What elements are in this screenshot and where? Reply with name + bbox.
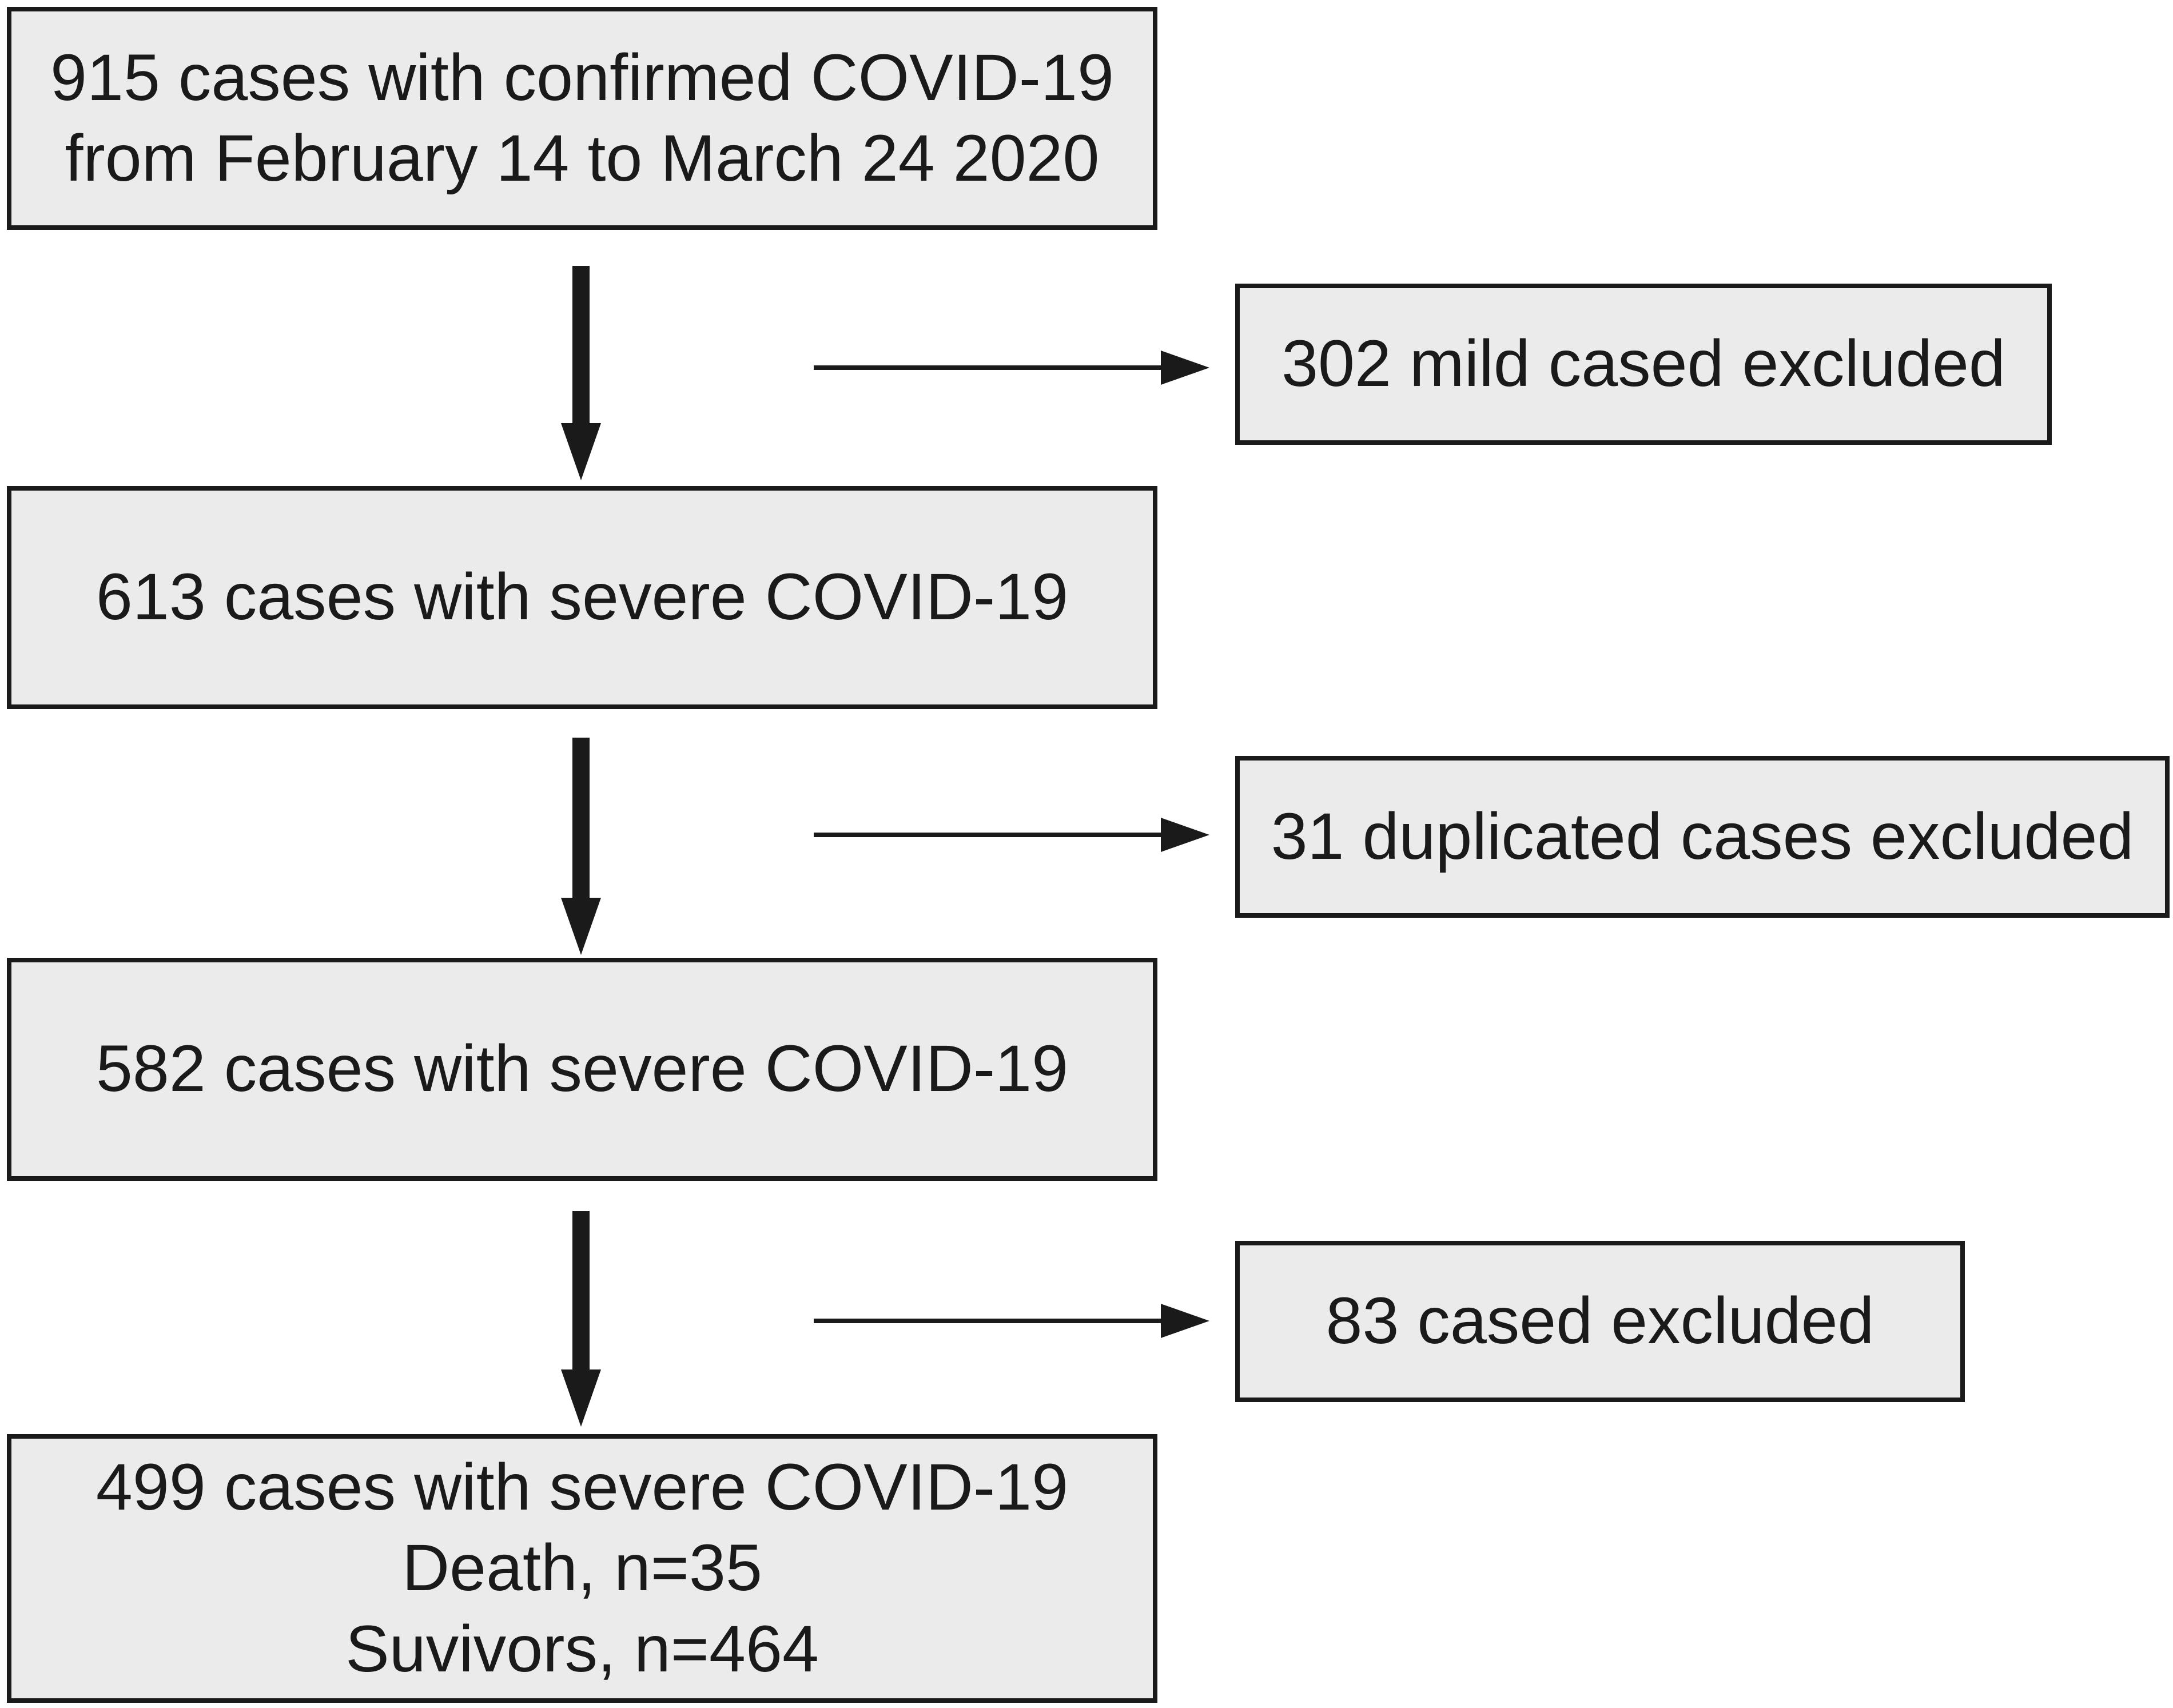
exclusion-arrow-3 <box>814 1304 1209 1338</box>
exclusion-box-other: 83 cased excluded <box>1235 1241 1965 1402</box>
step-box-line: Death, n=35 <box>402 1531 762 1605</box>
step-box-line: 582 cases with severe COVID-19 <box>95 1032 1069 1106</box>
step-box-line: 613 cases with severe COVID-19 <box>95 560 1069 634</box>
exclusion-box-label: 302 mild cased excluded <box>1281 327 2005 401</box>
step-box-line: 915 cases with confirmed COVID-19 <box>50 41 1114 114</box>
exclusion-arrow-2 <box>814 818 1209 852</box>
step-box-final-cohort: 499 cases with severe COVID-19 Death, n=… <box>7 1434 1157 1703</box>
step-box-severe-cases-582: 582 cases with severe COVID-19 <box>7 958 1157 1181</box>
step-box-line: from February 14 to March 24 2020 <box>65 122 1100 195</box>
step-box-line: Suvivors, n=464 <box>345 1612 819 1686</box>
exclusion-box-duplicated: 31 duplicated cases excluded <box>1235 756 2170 918</box>
step-box-confirmed-cases: 915 cases with confirmed COVID-19 from F… <box>7 7 1157 230</box>
down-arrow-2 <box>561 738 601 955</box>
down-arrow-3 <box>561 1211 601 1427</box>
down-arrow-1 <box>561 266 601 480</box>
exclusion-arrow-1 <box>814 351 1209 385</box>
exclusion-box-label: 31 duplicated cases excluded <box>1271 799 2134 873</box>
step-box-severe-cases-613: 613 cases with severe COVID-19 <box>7 486 1157 709</box>
exclusion-box-mild: 302 mild cased excluded <box>1235 284 2052 445</box>
exclusion-box-label: 83 cased excluded <box>1326 1284 1874 1358</box>
step-box-line: 499 cases with severe COVID-19 <box>95 1450 1069 1524</box>
